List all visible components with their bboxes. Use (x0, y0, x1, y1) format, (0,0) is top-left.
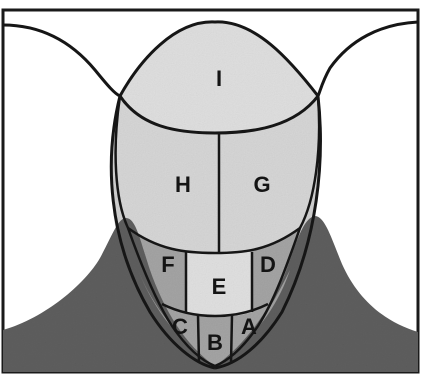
label-f: F (161, 252, 174, 277)
label-e: E (212, 274, 227, 299)
label-i: I (216, 66, 222, 91)
label-h: H (175, 172, 191, 197)
label-c: C (172, 314, 188, 339)
label-d: D (260, 252, 276, 277)
divider-b-a (231, 315, 232, 363)
label-g: G (253, 172, 270, 197)
label-b: B (207, 330, 223, 355)
label-a: A (241, 314, 257, 339)
divider-c-b (198, 315, 199, 363)
